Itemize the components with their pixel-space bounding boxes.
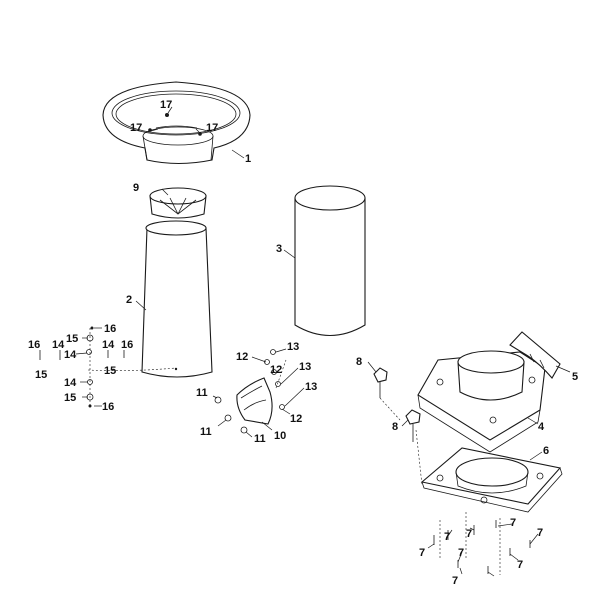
callout-12: 12 bbox=[270, 364, 282, 376]
callout-12: 12 bbox=[290, 413, 302, 425]
callout-7: 7 bbox=[419, 547, 425, 559]
callout-7: 7 bbox=[444, 531, 450, 543]
callout-14: 14 bbox=[64, 349, 77, 361]
callout-9: 9 bbox=[133, 182, 139, 194]
adjust-knob-upper bbox=[373, 367, 388, 398]
callout-7: 7 bbox=[517, 559, 523, 571]
callouts: 1 17 17 17 9 2 3 16 15 16 14 14 14 16 15… bbox=[28, 99, 578, 587]
callout-17: 17 bbox=[160, 99, 172, 111]
callout-16: 16 bbox=[28, 339, 40, 351]
funnel-hopper bbox=[102, 81, 251, 165]
callout-13: 13 bbox=[299, 361, 311, 373]
deflector-bracket bbox=[236, 377, 273, 425]
callout-16: 16 bbox=[104, 323, 116, 335]
callout-17: 17 bbox=[206, 122, 218, 134]
chute-tube bbox=[141, 220, 213, 378]
callout-15: 15 bbox=[64, 392, 76, 404]
hardware-bits bbox=[39, 113, 531, 574]
callout-8: 8 bbox=[356, 356, 362, 368]
callout-7: 7 bbox=[510, 517, 516, 529]
callout-17: 17 bbox=[130, 122, 142, 134]
callout-14: 14 bbox=[64, 377, 77, 389]
callout-7: 7 bbox=[458, 547, 464, 559]
callout-8: 8 bbox=[392, 421, 398, 433]
callout-11: 11 bbox=[254, 433, 266, 445]
callout-12: 12 bbox=[236, 351, 248, 363]
leader-lines bbox=[75, 106, 571, 577]
callout-13: 13 bbox=[287, 341, 299, 353]
base-housing bbox=[417, 350, 546, 453]
callout-11: 11 bbox=[200, 426, 212, 438]
callout-2: 2 bbox=[126, 294, 132, 306]
callout-13: 13 bbox=[305, 381, 317, 393]
callout-7: 7 bbox=[537, 527, 543, 539]
blade-collar bbox=[149, 187, 207, 219]
callout-6: 6 bbox=[543, 445, 549, 457]
callout-1: 1 bbox=[245, 153, 251, 165]
adjust-knob-lower bbox=[405, 409, 421, 442]
callout-3: 3 bbox=[276, 243, 282, 255]
callout-5: 5 bbox=[572, 371, 578, 383]
mounting-plate bbox=[420, 447, 563, 513]
callout-11: 11 bbox=[196, 387, 208, 399]
callout-15: 15 bbox=[104, 365, 116, 377]
callout-14: 14 bbox=[102, 339, 115, 351]
cylinder-sleeve bbox=[294, 185, 366, 336]
callout-16: 16 bbox=[121, 339, 133, 351]
guard-plate bbox=[509, 331, 561, 379]
callout-16: 16 bbox=[102, 401, 114, 413]
callout-7: 7 bbox=[452, 575, 458, 587]
callout-15: 15 bbox=[66, 333, 78, 345]
callout-7: 7 bbox=[466, 528, 472, 540]
callout-10: 10 bbox=[274, 430, 286, 442]
callout-4: 4 bbox=[538, 421, 545, 433]
callout-14: 14 bbox=[52, 339, 65, 351]
assembly-lines bbox=[87, 328, 501, 575]
callout-15: 15 bbox=[35, 369, 47, 381]
